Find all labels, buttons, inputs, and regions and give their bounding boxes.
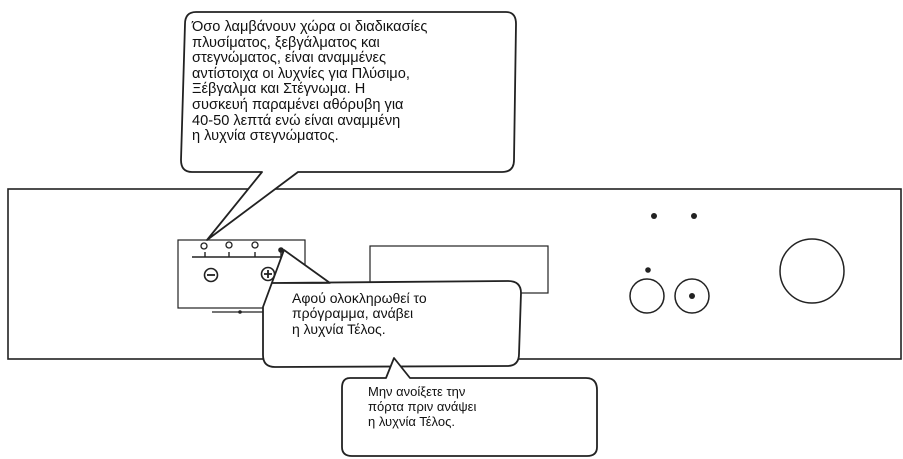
callout-line: η λυχνία Τέλος. [292, 320, 386, 337]
callout-line: πλυσίματος, ξεβγάλματος και [192, 34, 380, 51]
indicator-tick-line [192, 252, 290, 258]
callout-bubble-end [262, 249, 522, 368]
indicator-lamp-end [278, 247, 284, 253]
indicator-dot-left [651, 213, 657, 219]
indicator-dot-right [691, 213, 697, 219]
program-button[interactable] [629, 278, 665, 314]
indicator-lamp-wash [200, 242, 208, 250]
indicator-dot-small [645, 267, 651, 273]
minus-button[interactable] [203, 267, 219, 283]
callout-line: Μην ανοίξετε την [368, 384, 466, 399]
power-knob[interactable] [779, 238, 845, 304]
callout-line: συσκευή παραμένει αθόρυβη για [192, 96, 404, 113]
start-button[interactable] [674, 278, 710, 314]
callout-line: πρόγραμμα, ανάβει [292, 305, 414, 322]
callout-line: Αφού ολοκληρωθεί το [292, 290, 427, 306]
indicator-lamp-rinse [225, 241, 233, 249]
callout-line: η λυχνία Τέλος. [368, 413, 455, 429]
callout-line: Ξέβγαλμα και Στέγνωμα. Η [192, 81, 366, 98]
module-bar-dot [238, 310, 242, 314]
callout-bubble-duration [180, 11, 517, 241]
callout-line: αντίστοιχα οι λυχνίες για Πλύσιμο, [192, 65, 410, 82]
callout-bubble-door [341, 357, 598, 457]
callout-line: πόρτα πριν ανάψει [368, 398, 477, 414]
callout-line: η λυχνία στεγνώματος. [192, 128, 339, 145]
callout-line: Όσο λαμβάνουν χώρα οι διαδικασίες [192, 19, 428, 35]
callout-line: 40-50 λεπτά ενώ είναι αναμμένη [192, 112, 401, 129]
indicator-lamp-dry [251, 241, 259, 249]
callout-line: στεγνώματος, είναι αναμμένες [192, 50, 387, 67]
